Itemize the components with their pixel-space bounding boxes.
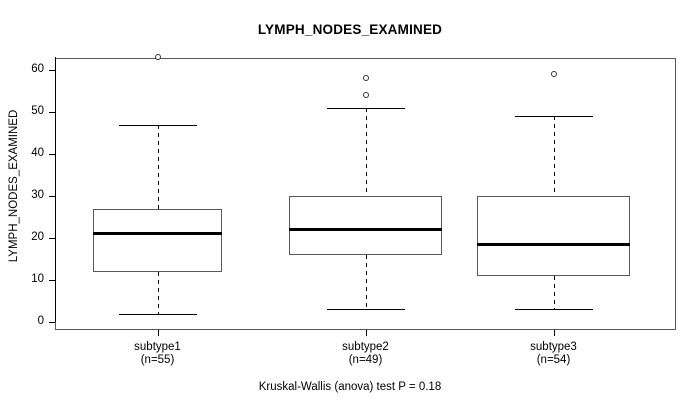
y-tick-label: 40 bbox=[31, 147, 44, 159]
y-tick-label: 30 bbox=[31, 189, 44, 201]
x-tick-label: subtype2(n=49) bbox=[296, 341, 436, 367]
y-tick-label: 0 bbox=[37, 315, 44, 327]
y-tick-mark bbox=[49, 112, 55, 113]
x-tick-category: subtype3 bbox=[530, 341, 577, 353]
lower-whisker bbox=[365, 254, 367, 310]
outlier-point bbox=[362, 75, 369, 82]
x-tick-count: (n=49) bbox=[348, 354, 383, 366]
x-tick-category: subtype2 bbox=[342, 341, 389, 353]
outlier-point bbox=[362, 92, 369, 99]
x-tick-category: subtype1 bbox=[134, 341, 181, 353]
y-tick-mark bbox=[49, 238, 55, 239]
y-axis-label: LYMPH_NODES_EXAMINED bbox=[8, 109, 20, 263]
page-title: LYMPH_NODES_EXAMINED bbox=[257, 22, 443, 37]
box-iqr bbox=[477, 196, 630, 276]
y-tick-mark bbox=[49, 154, 55, 155]
upper-whisker bbox=[553, 116, 555, 196]
lower-whisker-cap bbox=[326, 309, 405, 311]
x-tick-mark bbox=[157, 330, 159, 336]
outlier-point bbox=[154, 54, 161, 61]
lower-whisker-cap bbox=[514, 309, 593, 311]
x-tick-count: (n=55) bbox=[140, 354, 175, 366]
y-axis-line bbox=[55, 57, 56, 322]
box-iqr bbox=[289, 196, 442, 255]
x-tick-mark bbox=[365, 330, 367, 336]
y-tick-mark bbox=[49, 280, 55, 281]
median-line bbox=[93, 232, 222, 236]
box-iqr bbox=[93, 208, 222, 272]
y-tick-label: 50 bbox=[31, 105, 44, 117]
upper-whisker bbox=[157, 124, 159, 209]
median-line bbox=[289, 228, 442, 232]
median-line bbox=[477, 242, 630, 246]
y-tick-mark bbox=[49, 196, 55, 197]
outlier-point bbox=[550, 71, 557, 78]
lower-whisker bbox=[553, 275, 555, 310]
lower-whisker-cap bbox=[118, 313, 197, 315]
statistical-test-caption: Kruskal-Wallis (anova) test P = 0.18 bbox=[258, 381, 442, 393]
lower-whisker bbox=[157, 271, 159, 314]
x-tick-count: (n=54) bbox=[536, 354, 571, 366]
y-tick-label: 10 bbox=[31, 273, 44, 285]
y-tick-label: 60 bbox=[31, 63, 44, 75]
x-tick-mark bbox=[553, 330, 555, 336]
upper-whisker bbox=[365, 107, 367, 196]
upper-whisker-cap bbox=[326, 107, 405, 109]
y-tick-label: 20 bbox=[31, 231, 44, 243]
x-tick-label: subtype1(n=55) bbox=[88, 341, 228, 367]
upper-whisker-cap bbox=[514, 116, 593, 118]
upper-whisker-cap bbox=[118, 124, 197, 126]
x-tick-label: subtype3(n=54) bbox=[484, 341, 624, 367]
y-tick-mark bbox=[49, 322, 55, 323]
y-tick-mark bbox=[49, 70, 55, 71]
